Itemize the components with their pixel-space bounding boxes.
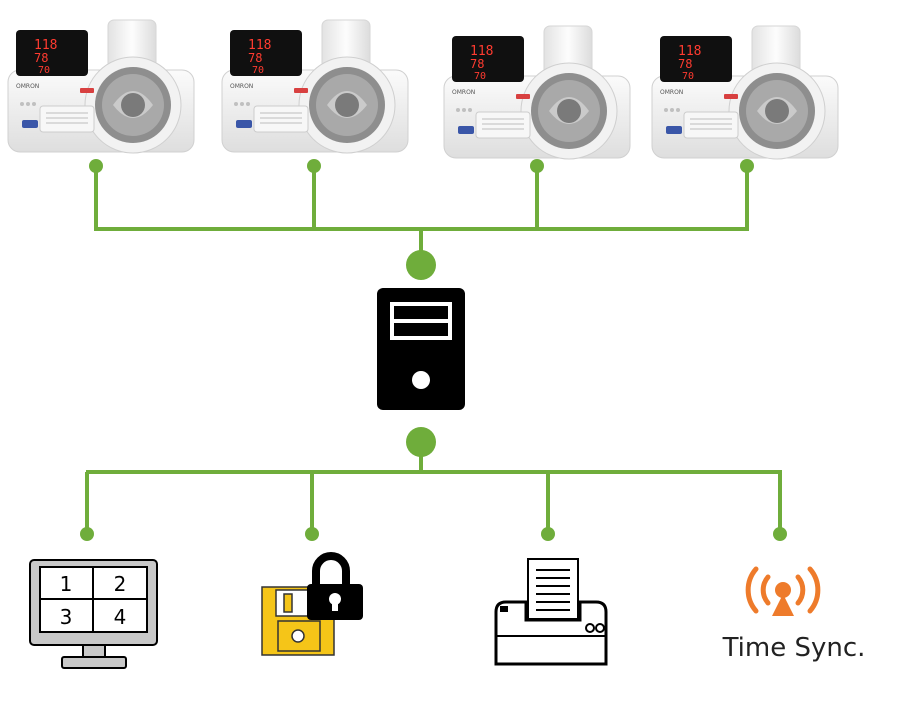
bp-monitor-3: 118 78 70 OMRON — [443, 25, 631, 160]
systolic-reading: 118 — [470, 44, 493, 59]
systolic-reading: 118 — [248, 38, 271, 53]
diastolic-reading: 78 — [678, 57, 692, 71]
diastolic-reading: 78 — [248, 51, 262, 65]
bp-monitor-4: 118 78 70 OMRON — [651, 25, 839, 160]
systolic-reading: 118 — [34, 38, 57, 53]
diastolic-reading: 78 — [34, 51, 48, 65]
bottom-connection-nodes — [80, 427, 787, 541]
bottom-network-bus — [85, 442, 782, 534]
time-sync-icon — [745, 566, 821, 616]
brand-logo: OMRON — [452, 89, 475, 96]
brand-logo: OMRON — [230, 83, 253, 90]
floppy-lock-icon — [261, 552, 363, 656]
printer-icon — [494, 558, 608, 666]
server-icon — [377, 288, 465, 410]
pulse-reading: 70 — [682, 71, 694, 82]
monitor-grid-icon: 1 2 3 4 — [29, 559, 158, 669]
pulse-reading: 70 — [252, 65, 264, 76]
diastolic-reading: 78 — [470, 57, 484, 71]
monitor-cell-4: 4 — [114, 605, 127, 629]
monitor-cell-3: 3 — [60, 605, 73, 629]
monitor-cell-1: 1 — [60, 572, 73, 596]
brand-logo: OMRON — [660, 89, 683, 96]
bp-monitor-2: 118 78 70 OMRON — [221, 19, 409, 154]
time-sync-label: Time Sync. — [722, 633, 866, 663]
bp-monitor-1: 118 78 70 OMRON — [7, 19, 195, 154]
monitor-cell-2: 2 — [114, 572, 127, 596]
pulse-reading: 70 — [38, 65, 50, 76]
top-connection-nodes — [89, 159, 754, 280]
brand-logo: OMRON — [16, 83, 39, 90]
pulse-reading: 70 — [474, 71, 486, 82]
systolic-reading: 118 — [678, 44, 701, 59]
